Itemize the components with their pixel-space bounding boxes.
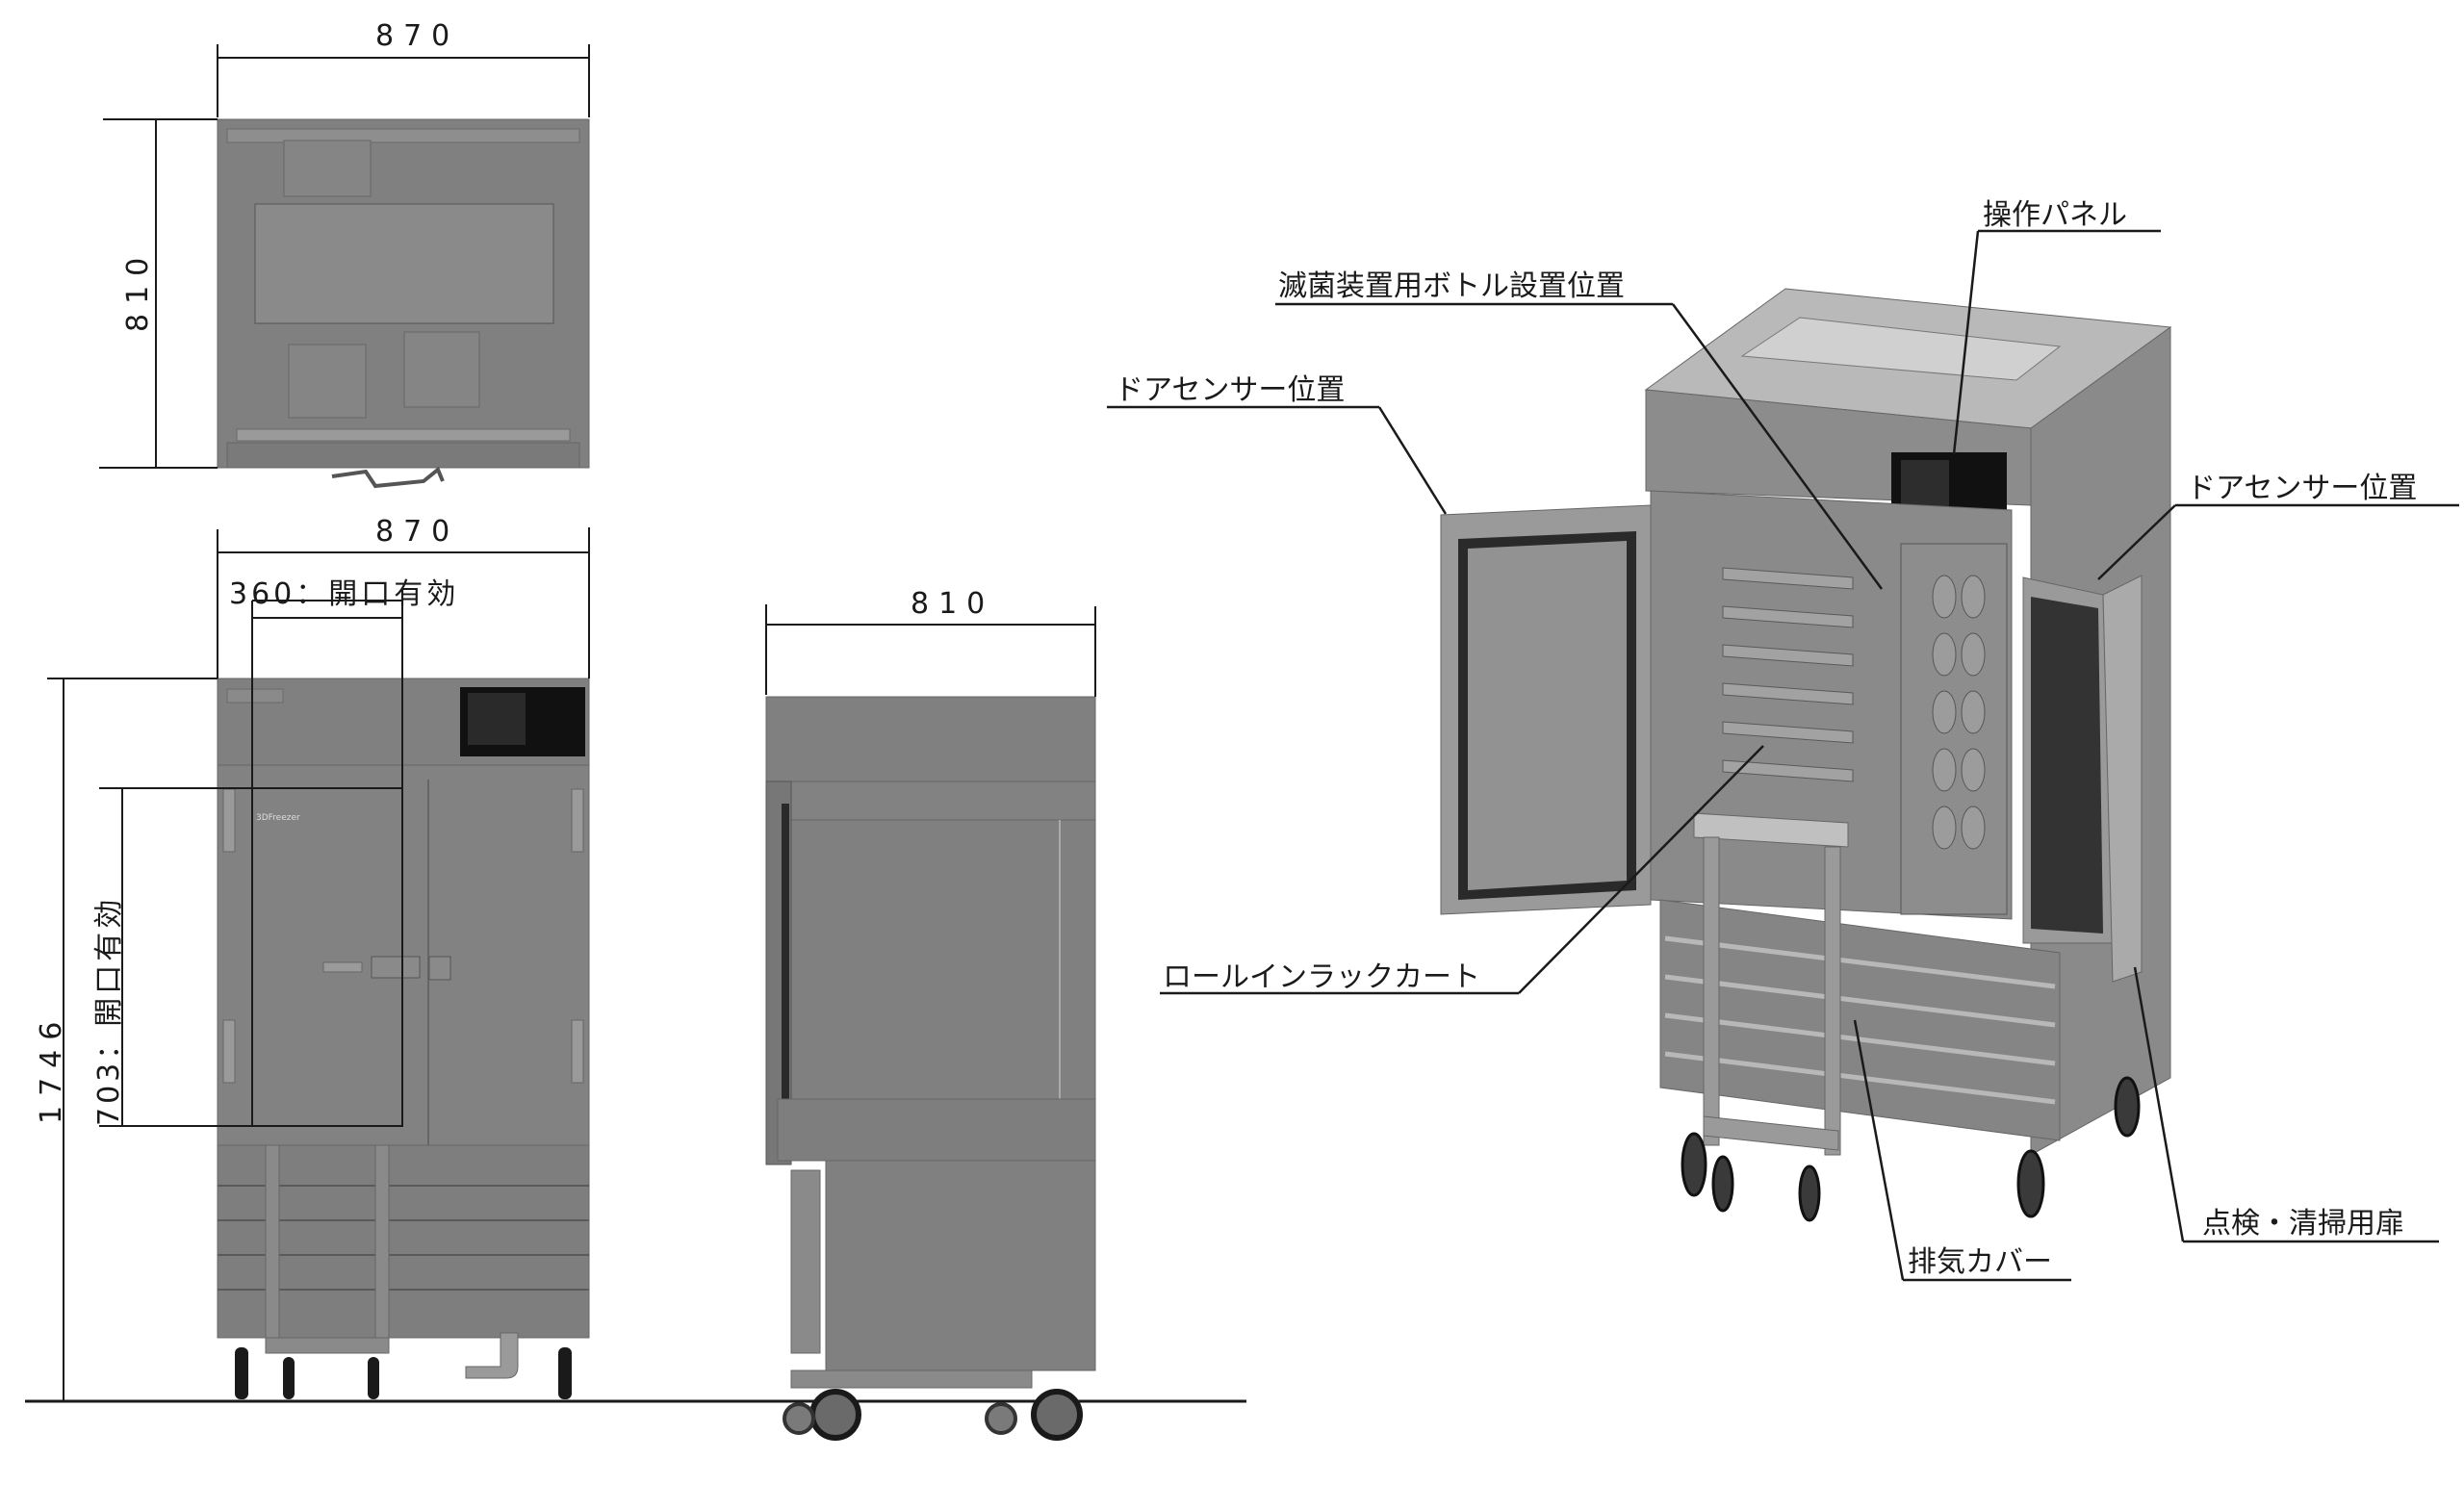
front-total-height-dim: 1746	[35, 1011, 68, 1124]
front-opening-height-dim: 703：開口有効	[92, 895, 126, 1126]
front-opening-width-dim: 360：開口有効	[229, 577, 460, 611]
isometric-view	[1440, 288, 2172, 1222]
front-logo-text: 3DFreezer	[256, 813, 300, 823]
callout-roll-in-rack-cart: ロールインラックカート	[1163, 960, 1480, 994]
callout-operation-panel: 操作パネル	[1983, 198, 2127, 232]
side-view	[765, 604, 1096, 1441]
top-view-center-panel	[254, 203, 554, 324]
front-view-width-dim: 870	[375, 515, 460, 549]
callout-leaders	[1107, 229, 2459, 1282]
side-view-depth-dim: 810	[911, 587, 995, 621]
callout-door-sensor-right: ドアセンサー位置	[2187, 472, 2418, 505]
top-view-width-dim: 870	[375, 19, 460, 53]
callout-inspection-door: 点検・清掃用扉	[2202, 1207, 2404, 1241]
top-view	[99, 44, 590, 489]
front-view	[25, 527, 1246, 1403]
callout-sterilizer-bottle: 滅菌装置用ボトル設置位置	[1278, 269, 1625, 303]
top-view-depth-dim: 810	[121, 247, 155, 332]
callout-door-sensor-left: ドアセンサー位置	[1115, 373, 1346, 407]
callout-exhaust-cover: 排気カバー	[1908, 1245, 2052, 1279]
